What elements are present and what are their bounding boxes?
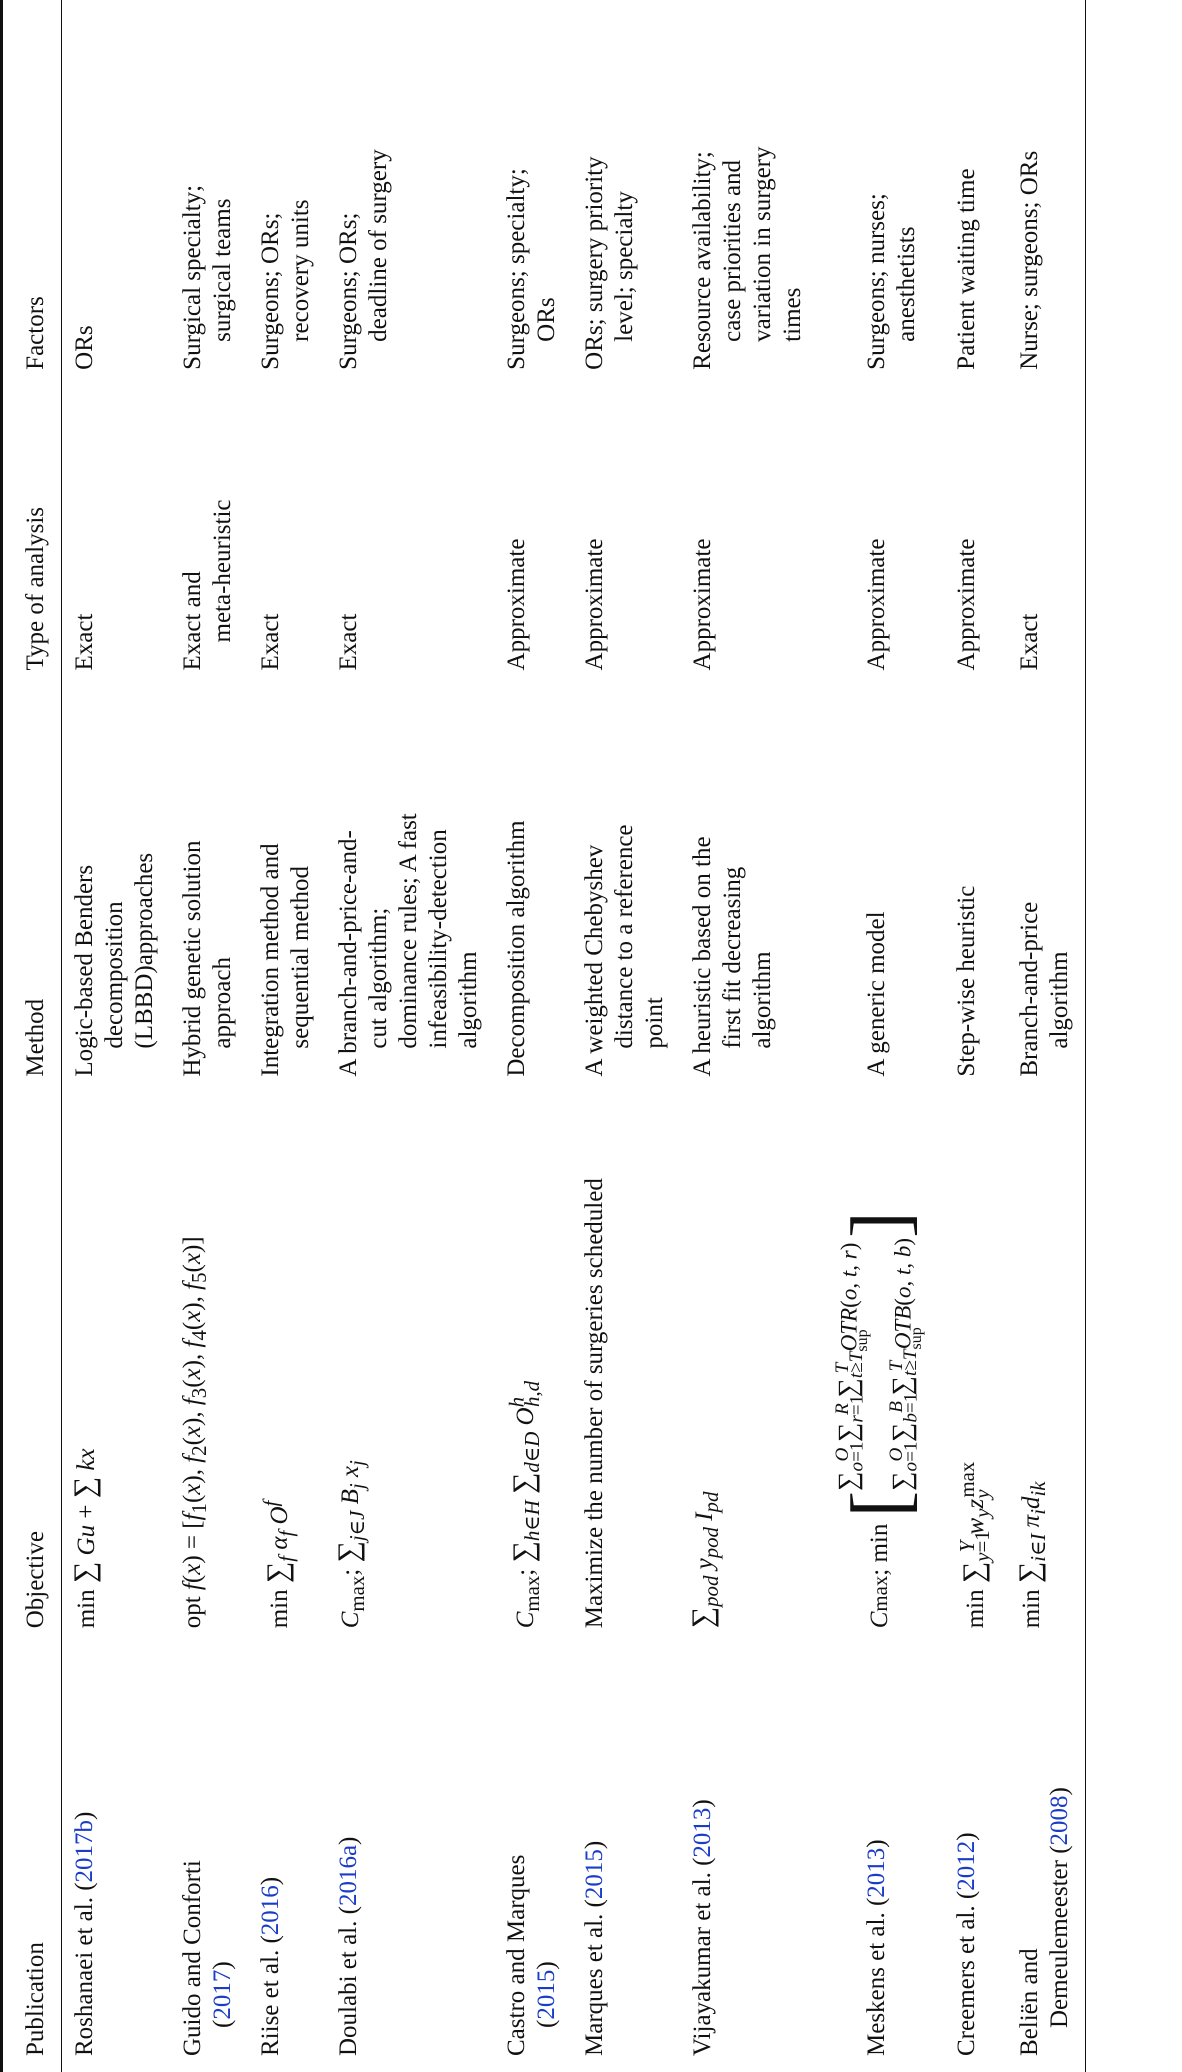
table-row: Creemers et al. (2012) min ∑y=1Y wyzymax…	[944, 0, 1007, 2072]
table-row: Guido and Conforti (2017) opt f(x) = [f1…	[170, 0, 248, 2072]
cell-publication: Doulabi et al. (2016a)	[335, 1836, 362, 2056]
table-row: Roshanaei et al. (2017b) min ∑ Gu + ∑ kx…	[61, 0, 170, 2072]
cell-factors: Surgeons; ORs; recovery units	[257, 199, 314, 370]
header-objective: Objective	[1, 1076, 62, 1629]
cell-publication: Beliën and Demeulemeester (2008)	[1016, 1787, 1074, 2056]
header-factors: Factors	[1, 0, 62, 370]
objective-formula: min ∑ Gu + ∑ kx	[68, 1448, 101, 1629]
objective-formula: min ∑i∈I πidik	[1013, 1481, 1051, 1629]
citation-link[interactable]: 2017	[209, 1969, 236, 2020]
header-type-of-analysis: Type of analysis	[1, 369, 62, 671]
objective-formula: opt f(x) = [f1(x), f2(x), f3(x), f4(x), …	[179, 1236, 211, 1629]
cell-method: Hybrid genetic solution approach	[179, 840, 236, 1077]
citation-link[interactable]: 2013	[863, 1847, 890, 1898]
cell-type: Exact	[335, 613, 362, 671]
header-method: Method	[1, 670, 62, 1077]
cell-type: Exact	[257, 613, 284, 671]
objective-formula: Cmax; ∑j∈J Bj xj	[332, 1460, 369, 1629]
cell-method: Decomposition algorithm	[503, 820, 530, 1077]
cell-method: A branch-and-price-and- cut algorithm; d…	[335, 813, 482, 1077]
table-row: Vijayakumar et al. (2013) ∑pod ypod Ipd …	[680, 0, 818, 2072]
table-row: Doulabi et al. (2016a) Cmax; ∑j∈J Bj xj …	[326, 0, 494, 2072]
citation-link[interactable]: 2012	[953, 1840, 981, 1891]
cell-objective: Cmax; ∑j∈J Bj xj	[326, 1077, 494, 1629]
cell-publication: Guido and Conforti (2017)	[179, 1860, 236, 2056]
citation-link[interactable]: 2008	[1046, 1795, 1074, 1846]
table-row: Riise et al. (2016) min ∑f αf Of Integra…	[248, 0, 326, 2072]
citation-link[interactable]: 2017b	[71, 1819, 98, 1883]
cell-objective: Cmax; ∑h∈H ∑d∈D Ohh,d	[494, 1077, 572, 1629]
cell-factors: ORs	[61, 0, 170, 370]
cell-type: Approximate	[953, 538, 981, 671]
cell-method: A generic model	[863, 911, 890, 1077]
cell-method: A heuristic based on the first fit decre…	[689, 836, 776, 1077]
objective-formula: ∑pod ypod Ipd	[686, 1491, 723, 1629]
cell-type: Exact	[1016, 613, 1044, 671]
cell-factors: Surgeons; specialty; ORs	[503, 168, 560, 370]
cell-method: Logic-based Benders decomposition (LBBD)…	[61, 670, 170, 1077]
cell-publication: Meskens et al. (2013)	[863, 1839, 890, 2056]
table-header-row: Publication Objective Method Type of ana…	[1, 0, 62, 2072]
cell-objective: min ∑y=1Y wyzymax	[944, 1077, 1007, 1629]
objective-formula: Cmax; ∑h∈H ∑d∈D Ohh,d	[505, 1380, 545, 1629]
citation-link[interactable]: 2013	[689, 1807, 716, 1858]
cell-type: Exact	[61, 369, 170, 671]
cell-publication: Marques et al. (2015)	[581, 1840, 608, 2056]
citation-link[interactable]: 2015	[533, 1969, 560, 2020]
cell-factors: Surgical specialty; surgical teams	[179, 184, 236, 370]
header-publication: Publication	[1, 1628, 62, 2072]
cell-method: A weighted Chebyshev distance to a refer…	[581, 824, 668, 1077]
table-row: Castro and Marques (2015) Cmax; ∑h∈H ∑d∈…	[494, 0, 572, 2072]
cell-publication: Roshanaei et al. (2017b)	[61, 1628, 170, 2072]
cell-type: Approximate	[863, 538, 890, 671]
cell-factors: ORs; surgery priority level; specialty	[581, 156, 638, 370]
cell-method: Branch-and-price algorithm	[1016, 901, 1074, 1077]
objective-text: Maximize the number of surgeries schedul…	[581, 1178, 608, 1629]
cell-factors: Nurse; surgeons; ORs	[1016, 150, 1044, 370]
cell-factors: Surgeons; nurses; anesthetists	[863, 193, 920, 370]
objective-formula: min ∑y=1Y wyzymax	[955, 1461, 995, 1629]
table-row: Beliën and Demeulemeester (2008) min ∑i∈…	[1007, 0, 1086, 2072]
citation-link[interactable]: 2016	[257, 1885, 284, 1936]
cell-objective: min ∑i∈I πidik	[1007, 1077, 1086, 1629]
objective-formula: min ∑f αf Of	[259, 1500, 299, 1629]
cell-publication: Castro and Marques (2015)	[503, 1854, 560, 2056]
cell-factors: Surgeons; ORs; deadline of surgery	[335, 149, 392, 370]
cell-method: Step-wise heuristic	[953, 885, 981, 1077]
cell-factors: Resource availability; case priorities a…	[689, 146, 806, 370]
literature-table: Publication Objective Method Type of ana…	[1, 0, 1086, 2072]
cell-type: Approximate	[503, 538, 530, 671]
cell-publication: Creemers et al. (2012)	[953, 1832, 981, 2056]
cell-objective: opt f(x) = [f1(x), f2(x), f3(x), f4(x), …	[170, 1077, 248, 1629]
cell-factors: Patient waiting time	[953, 168, 981, 370]
table-row: Marques et al. (2015) Maximize the numbe…	[572, 0, 680, 2072]
cell-objective: min ∑ Gu + ∑ kx	[61, 1076, 170, 1629]
cell-objective: Maximize the number of surgeries schedul…	[572, 1077, 680, 1629]
cell-type: Approximate	[581, 538, 608, 671]
cell-objective: ∑pod ypod Ipd	[680, 1077, 818, 1629]
cell-publication: Vijayakumar et al. (2013)	[689, 1799, 716, 2056]
cell-publication: Riise et al. (2016)	[257, 1876, 284, 2056]
citation-link[interactable]: 2016a	[335, 1844, 362, 1907]
cell-type: Exact and meta-heuristic	[179, 499, 236, 671]
cell-method: Integration method and sequential method	[257, 843, 314, 1077]
cell-objective: min ∑f αf Of	[248, 1077, 326, 1629]
citation-link[interactable]: 2015	[581, 1849, 608, 1900]
cell-type: Approximate	[689, 538, 716, 671]
